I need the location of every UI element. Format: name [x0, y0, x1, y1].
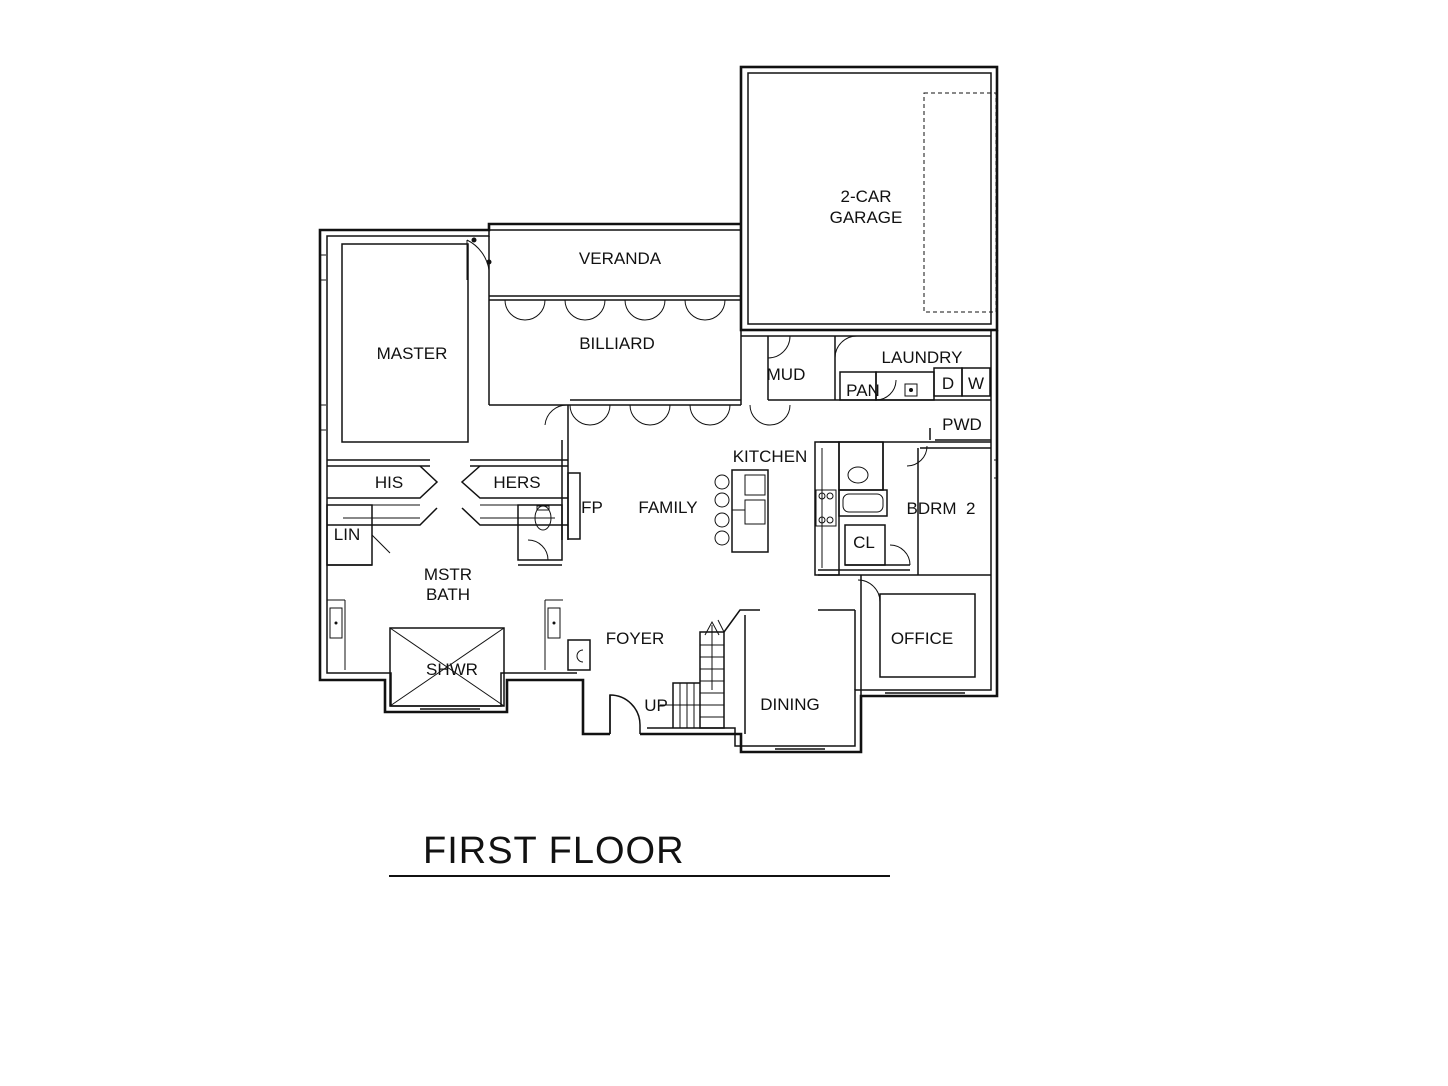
room-label-shwr: SHWR	[426, 660, 478, 679]
room-label-lin: LIN	[334, 525, 360, 544]
room-label-dining: DINING	[760, 695, 820, 714]
closet-walls	[326, 465, 568, 566]
dining-walls	[775, 609, 856, 750]
room-label-family: FAMILY	[638, 498, 697, 517]
office-walls	[860, 459, 998, 696]
fireplace	[567, 472, 591, 671]
room-label-his: HIS	[375, 473, 403, 492]
room-label-pan: PAN	[846, 381, 880, 400]
room-label-kitchen: KITCHEN	[733, 447, 808, 466]
room-label-master: MASTER	[377, 344, 448, 363]
appliance-label-washer: W	[968, 374, 984, 393]
room-label-garage-line1: 2-CAR	[840, 187, 891, 206]
drawing-title: FIRST FLOOR	[423, 830, 685, 872]
stair-label-up: UP	[644, 696, 668, 715]
master-bedroom-walls	[320, 243, 569, 540]
room-label-office: OFFICE	[891, 629, 953, 648]
master-bath-fixtures	[327, 599, 563, 710]
room-label-laundry: LAUNDRY	[882, 348, 963, 367]
room-label-hers: HERS	[493, 473, 540, 492]
room-label-mud: MUD	[767, 365, 806, 384]
stair-and-foyer	[609, 609, 760, 734]
exterior-walls	[318, 222, 999, 754]
room-label-garage-line2: GARAGE	[830, 208, 903, 227]
room-label-mstr-bath-line1: MSTR	[424, 565, 472, 584]
room-label-billiard: BILLIARD	[579, 334, 655, 353]
room-label-veranda: VERANDA	[579, 249, 662, 268]
veranda-billiard-walls	[466, 230, 791, 426]
kitchen-fixtures	[714, 441, 991, 603]
room-label-foyer: FOYER	[606, 629, 665, 648]
room-label-pwd: PWD	[942, 415, 982, 434]
room-label-bdrm2: BDRM 2	[907, 499, 976, 518]
label-fireplace: FP	[581, 498, 603, 517]
appliance-label-dryer: D	[942, 374, 954, 393]
mud-laundry-walls	[741, 329, 997, 467]
room-label-mstr-bath-line2: BATH	[426, 585, 470, 604]
room-label-cl: CL	[853, 533, 875, 552]
